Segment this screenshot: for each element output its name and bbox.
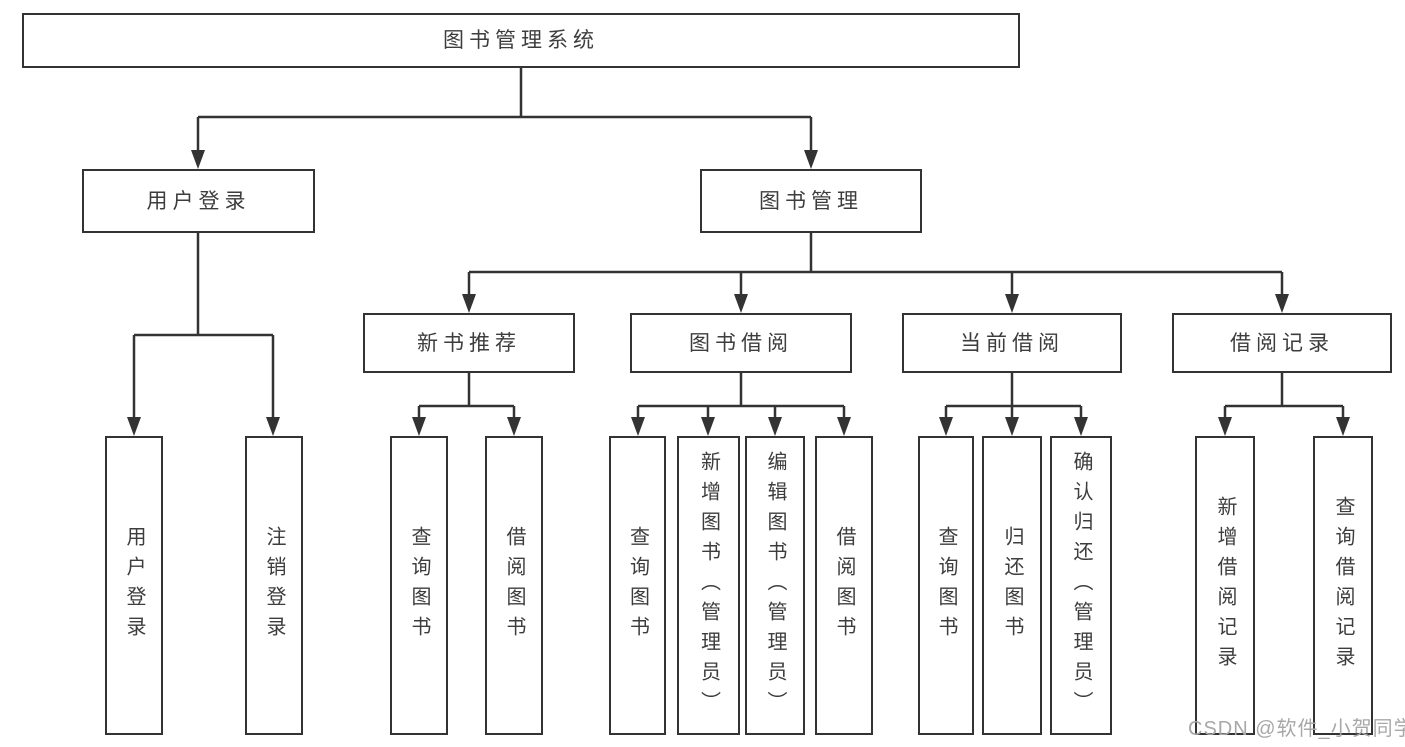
leaf-logout: 注销登录 bbox=[245, 436, 303, 735]
node-book-borrow: 图书借阅 bbox=[630, 313, 852, 373]
node-label: 归还图书 bbox=[1001, 525, 1023, 646]
leaf-borrow-books-recommend: 借阅图书 bbox=[485, 436, 543, 735]
node-label: 确认归还（管理员） bbox=[1070, 450, 1092, 721]
csdn-watermark: CSDN @软件_小贺同学 bbox=[1188, 718, 1405, 740]
node-current-borrow: 当前借阅 bbox=[902, 313, 1122, 373]
node-label: 图书管理 bbox=[759, 189, 863, 213]
leaf-return-book: 归还图书 bbox=[982, 436, 1042, 735]
node-label: 查询图书 bbox=[935, 525, 957, 646]
leaf-borrow-books: 借阅图书 bbox=[815, 436, 873, 735]
node-label: 查询图书 bbox=[408, 525, 430, 646]
leaf-query-books-borrow: 查询图书 bbox=[609, 436, 666, 735]
node-system-root: 图书管理系统 bbox=[22, 13, 1020, 68]
node-label: 查询图书 bbox=[626, 525, 649, 646]
leaf-query-books-recommend: 查询图书 bbox=[390, 436, 448, 735]
leaf-add-borrow-record: 新增借阅记录 bbox=[1195, 436, 1255, 735]
node-label: 图书借阅 bbox=[689, 331, 793, 355]
node-label: 借阅图书 bbox=[503, 525, 525, 646]
node-label: 用户登录 bbox=[123, 525, 145, 646]
node-label: 注销登录 bbox=[263, 525, 285, 646]
node-label: 新增图书（管理员） bbox=[697, 450, 720, 721]
leaf-query-books-current: 查询图书 bbox=[918, 436, 974, 735]
node-label: 新增借阅记录 bbox=[1214, 495, 1236, 676]
leaf-query-borrow-record: 查询借阅记录 bbox=[1313, 436, 1373, 735]
node-label: 用户登录 bbox=[146, 189, 251, 213]
node-label: 新书推荐 bbox=[417, 331, 521, 355]
node-label: 图书管理系统 bbox=[443, 29, 599, 52]
tree-edges bbox=[132, 68, 1345, 419]
node-book-management: 图书管理 bbox=[700, 169, 922, 233]
leaf-confirm-return-admin: 确认归还（管理员） bbox=[1050, 436, 1112, 735]
leaf-edit-book-admin: 编辑图书（管理员） bbox=[745, 436, 805, 735]
node-label: 借阅图书 bbox=[833, 525, 855, 646]
arrowhead-icons bbox=[127, 150, 1350, 436]
node-new-book-recommend: 新书推荐 bbox=[363, 313, 575, 373]
node-borrow-records: 借阅记录 bbox=[1172, 313, 1392, 373]
node-label: 借阅记录 bbox=[1230, 331, 1334, 355]
leaf-user-login: 用户登录 bbox=[105, 436, 163, 735]
node-label: 编辑图书（管理员） bbox=[764, 450, 786, 721]
node-label: 查询借阅记录 bbox=[1332, 495, 1354, 676]
node-user-login: 用户登录 bbox=[82, 169, 315, 233]
node-label: 当前借阅 bbox=[960, 331, 1064, 355]
leaf-add-book-admin: 新增图书（管理员） bbox=[677, 436, 740, 735]
